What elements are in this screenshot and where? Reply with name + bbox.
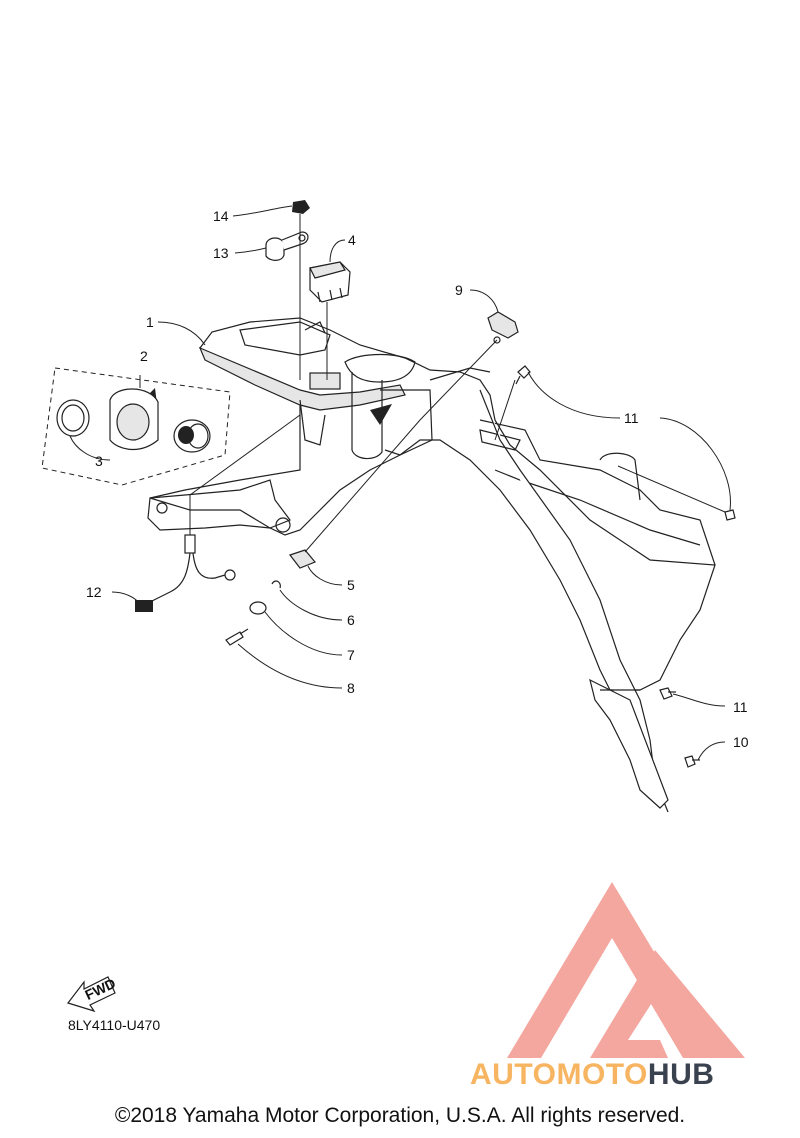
fasteners-5-8: [225, 549, 316, 646]
callout-12: 12: [86, 584, 102, 600]
switch-part-4: [309, 261, 351, 303]
callout-6: 6: [347, 612, 355, 628]
callout-13: 13: [213, 245, 229, 261]
callout-7: 7: [347, 647, 355, 663]
nut-part-14: [292, 200, 310, 214]
automotohub-logo: [507, 882, 745, 1058]
callout-9: 9: [455, 282, 463, 298]
license-plate-bracket: [479, 389, 669, 813]
callout-14: 14: [213, 208, 229, 224]
collar-part-13: [265, 231, 309, 261]
callout-4: 4: [348, 232, 356, 248]
assembly-lines: [189, 214, 726, 553]
part-code: 8LY4110-U470: [68, 1017, 161, 1033]
watermark-text-part2: HUB: [647, 1058, 715, 1091]
screws-10-11: [515, 365, 736, 768]
fwd-arrow-icon: FWD: [67, 975, 118, 1013]
callout-3: 3: [95, 453, 103, 469]
callout-2: 2: [140, 348, 148, 364]
leader-lines: [69, 205, 731, 761]
reflector-part-9: [487, 311, 519, 344]
watermark-text: AUTOMOTOHUB: [470, 1058, 714, 1092]
callout-5: 5: [347, 577, 355, 593]
callout-8: 8: [347, 680, 355, 696]
watermark-text-part1: AUTOMOTO: [470, 1058, 648, 1091]
callout-11-top: 11: [624, 410, 639, 426]
copyright-notice: ©2018 Yamaha Motor Corporation, U.S.A. A…: [114, 1104, 686, 1127]
license-lamp-group: [41, 367, 231, 486]
callout-labels: 1 2 3 4 5 6 7 8 9 10 11 11 12 13 14: [86, 208, 749, 750]
wire-harness-part-12: [135, 534, 236, 612]
rear-fender-assembly: [133, 317, 716, 691]
callout-11-bottom: 11: [733, 699, 748, 715]
callout-1: 1: [146, 314, 154, 330]
callout-10: 10: [733, 734, 749, 750]
